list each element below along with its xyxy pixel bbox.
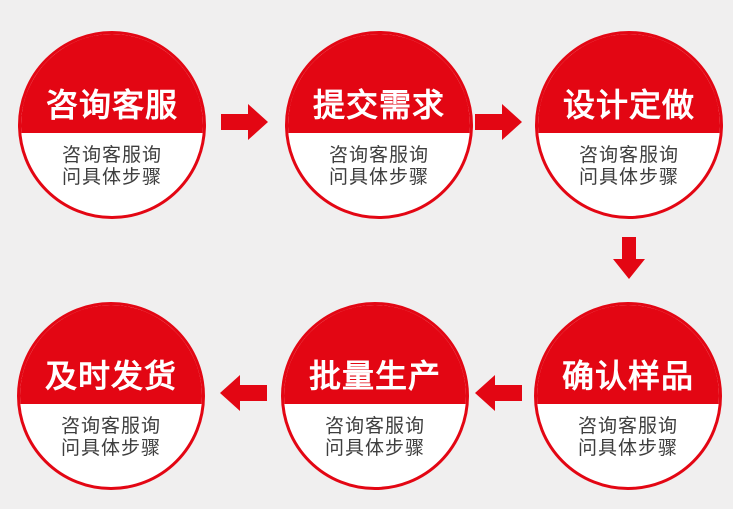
step-subtitle: 咨询客服询 问具体步骤: [60, 416, 161, 459]
step-subtitle: 咨询客服询 问具体步骤: [61, 145, 162, 188]
step-title: 提交需求: [312, 87, 445, 123]
step-circle-white-half: 咨询客服询 问具体步骤: [21, 133, 203, 189]
step-circle-white-half: 咨询客服询 问具体步骤: [20, 404, 202, 460]
step-circle-white-half: 咨询客服询 问具体步骤: [284, 404, 466, 460]
step-circle-submit-requirements: 提交需求 咨询客服询 问具体步骤: [285, 31, 473, 219]
step-circle-confirm-sample: 确认样品 咨询客服询 问具体步骤: [534, 302, 722, 490]
step-title: 及时发货: [44, 358, 177, 394]
step-circle-white-half: 咨询客服询 问具体步骤: [288, 133, 470, 189]
step-circle-red-cap: 设计定做: [538, 34, 720, 133]
step-circle-red-cap: 确认样品: [537, 305, 719, 404]
step-circle-mass-production: 批量生产 咨询客服询 问具体步骤: [281, 302, 469, 490]
step-circle-red-cap: 及时发货: [20, 305, 202, 404]
step-subtitle: 咨询客服询 问具体步骤: [577, 416, 678, 459]
step-circle-consult-service: 咨询客服 咨询客服询 问具体步骤: [18, 31, 206, 219]
step-circle-red-cap: 咨询客服: [21, 34, 203, 133]
arrow-down-icon: [613, 237, 645, 279]
step-subtitle: 咨询客服询 问具体步骤: [324, 416, 425, 459]
step-title: 确认样品: [561, 358, 694, 394]
arrow-left-icon: [220, 375, 267, 411]
step-subtitle: 咨询客服询 问具体步骤: [328, 145, 429, 188]
arrow-right-icon: [475, 104, 522, 140]
arrow-left-icon: [475, 375, 522, 411]
step-title: 批量生产: [308, 358, 441, 394]
step-title: 咨询客服: [45, 87, 178, 123]
step-circle-custom-design: 设计定做 咨询客服询 问具体步骤: [535, 31, 723, 219]
step-circle-red-cap: 批量生产: [284, 305, 466, 404]
step-circle-white-half: 咨询客服询 问具体步骤: [538, 133, 720, 189]
step-circle-timely-shipping: 及时发货 咨询客服询 问具体步骤: [17, 302, 205, 490]
step-subtitle: 咨询客服询 问具体步骤: [578, 145, 679, 188]
step-circle-red-cap: 提交需求: [288, 34, 470, 133]
arrow-right-icon: [221, 104, 268, 140]
step-title: 设计定做: [562, 87, 695, 123]
step-circle-white-half: 咨询客服询 问具体步骤: [537, 404, 719, 460]
